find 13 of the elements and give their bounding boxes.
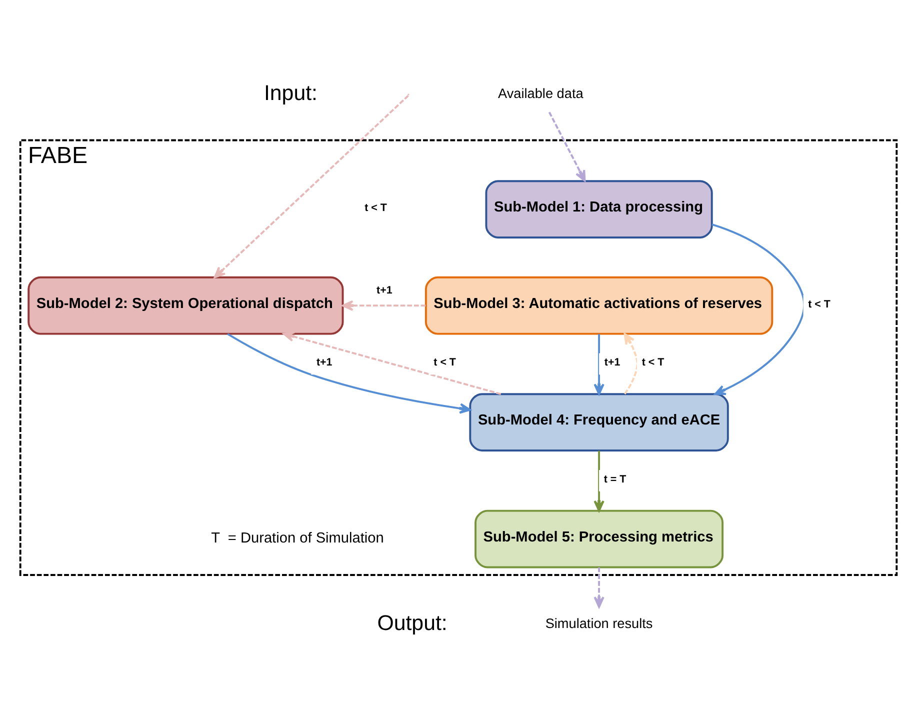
edge-label: t+1 bbox=[604, 356, 620, 368]
edge-label: t < T bbox=[642, 356, 664, 368]
edge-label: t = T bbox=[604, 472, 626, 485]
edge-label: t < T bbox=[434, 356, 456, 368]
edge-label: t+1 bbox=[316, 356, 332, 368]
edge-label: t+1 bbox=[376, 284, 392, 296]
label: Input: bbox=[264, 80, 318, 104]
label: Output: bbox=[377, 610, 448, 635]
label: T = Duration of Simulation bbox=[211, 530, 384, 546]
node-text: Available data bbox=[498, 86, 584, 101]
node-text: Simulation results bbox=[545, 616, 653, 631]
edge-label: t < T bbox=[364, 202, 387, 214]
edge-label: t < T bbox=[808, 298, 830, 310]
